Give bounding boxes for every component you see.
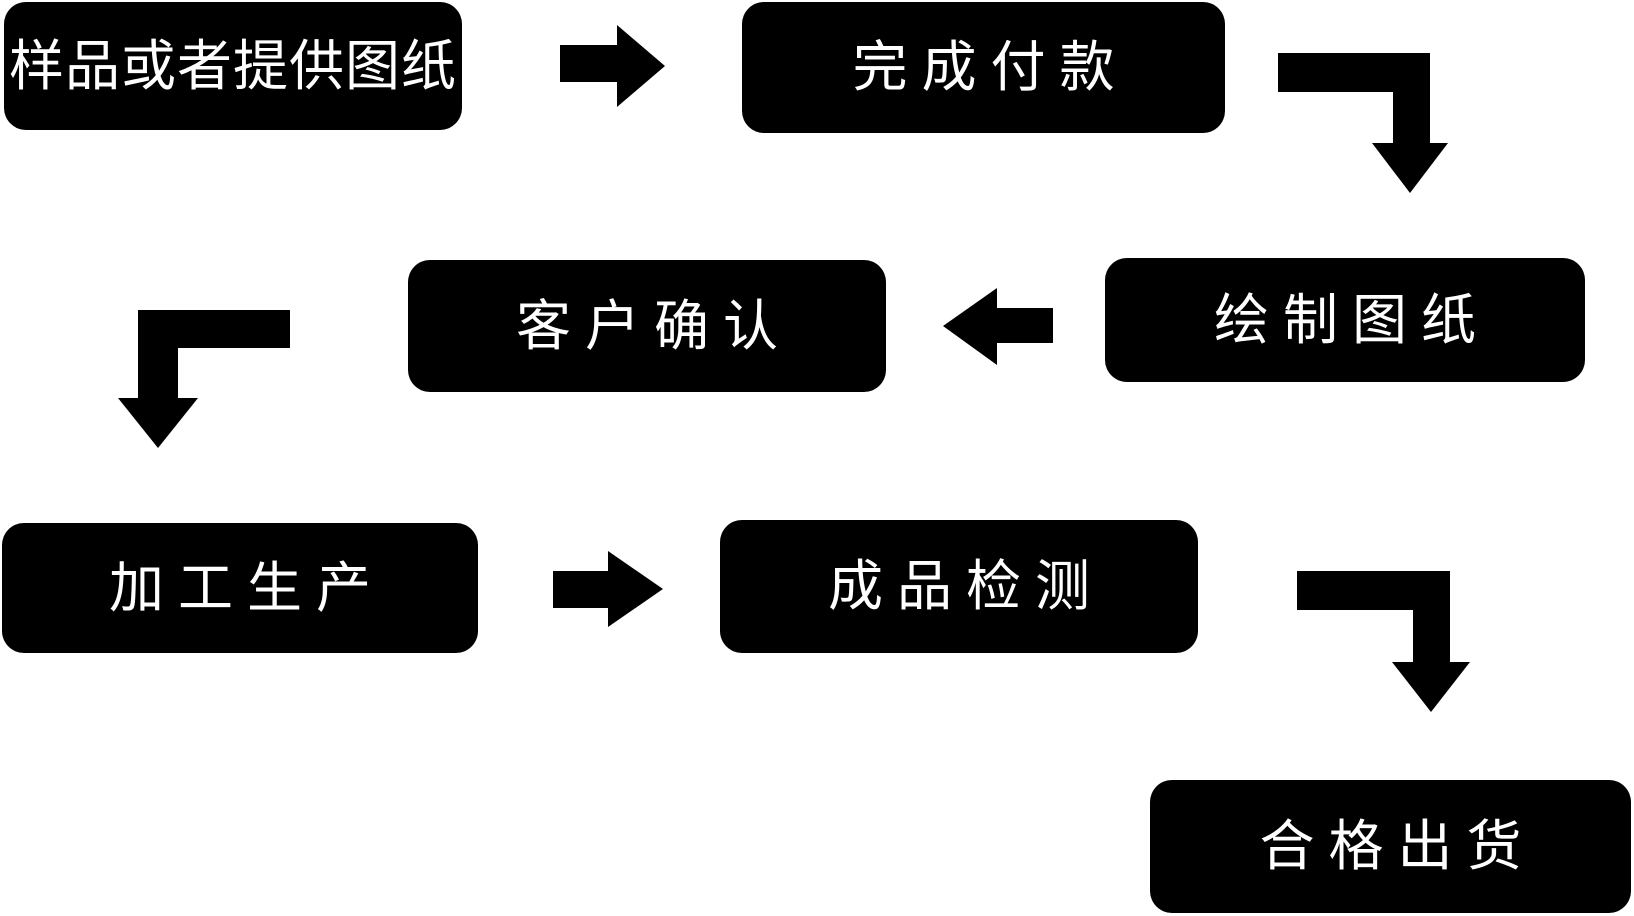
arrow-confirmation-to-production [118,310,290,448]
node-label: 绘制图纸 [1213,287,1490,352]
node-complete-payment: 完成付款 [742,2,1225,133]
node-label: 完成付款 [852,35,1129,99]
arrow-sample-to-payment [560,25,665,107]
node-customer-confirmation: 客户确认 [408,260,886,392]
node-label: 样品或者提供图纸 [8,33,457,98]
node-sample-or-provide-drawings: 样品或者提供图纸 [4,2,462,130]
node-label: 成品检测 [827,554,1104,618]
arrow-drawing-to-confirmation [943,288,1053,365]
node-label: 加工生产 [108,555,385,620]
arrow-inspection-to-shipment [1297,571,1470,712]
node-finished-product-inspection: 成品检测 [720,520,1198,653]
arrow-production-to-inspection [553,551,663,627]
node-draw-drawings: 绘制图纸 [1105,258,1585,382]
node-processing-production: 加工生产 [2,523,478,653]
node-label: 合格出货 [1259,814,1536,878]
node-qualified-shipment: 合格出货 [1150,780,1631,913]
arrow-payment-to-drawing [1278,53,1448,193]
node-label: 客户确认 [515,293,792,358]
